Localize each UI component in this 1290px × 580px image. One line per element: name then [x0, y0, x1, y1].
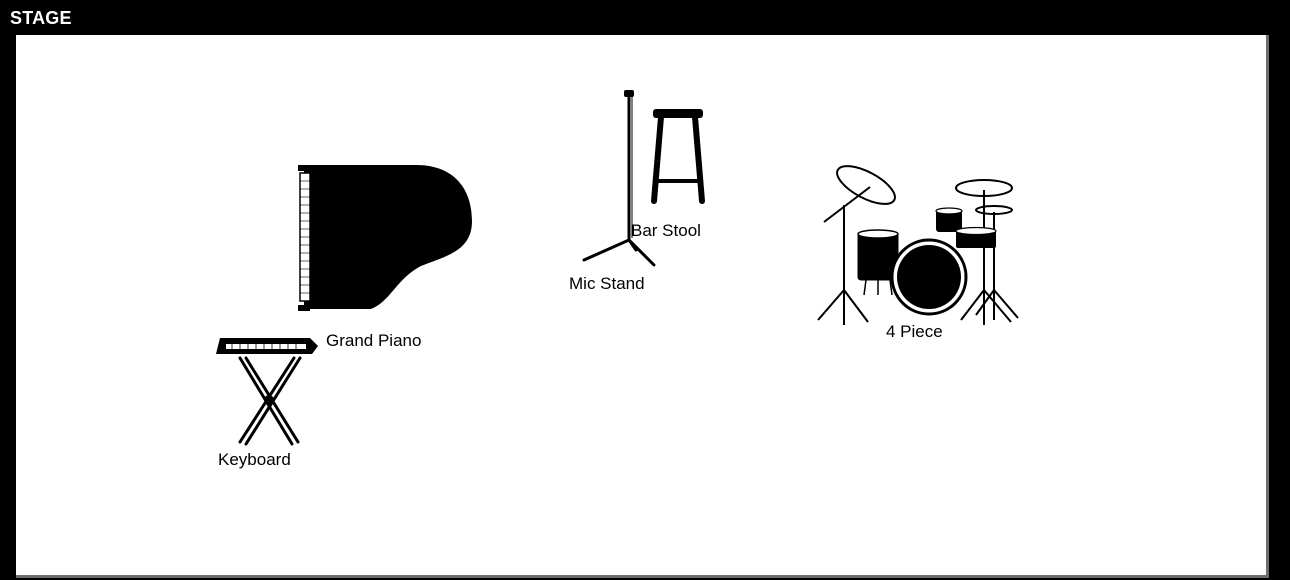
panel-title: STAGE [10, 8, 72, 29]
keyboard-stand-icon [214, 334, 324, 454]
grand-piano-icon [296, 161, 476, 321]
bar-stool-label: Bar Stool [631, 221, 701, 241]
bar-stool-icon [649, 109, 709, 204]
stage-item-grand-piano[interactable]: Grand Piano [296, 155, 496, 355]
drum-kit-label: 4 Piece [886, 322, 943, 342]
stage-item-drum-kit[interactable]: 4 Piece [806, 160, 1046, 345]
mic-stand-label: Mic Stand [569, 274, 645, 294]
stage-item-bar-stool[interactable]: Bar Stool [629, 107, 729, 247]
drum-kit-icon [806, 160, 1036, 335]
stage-item-keyboard[interactable]: Keyboard [211, 330, 351, 480]
keyboard-label: Keyboard [218, 450, 291, 470]
stage-area: Grand Piano Keyboard [16, 35, 1269, 578]
